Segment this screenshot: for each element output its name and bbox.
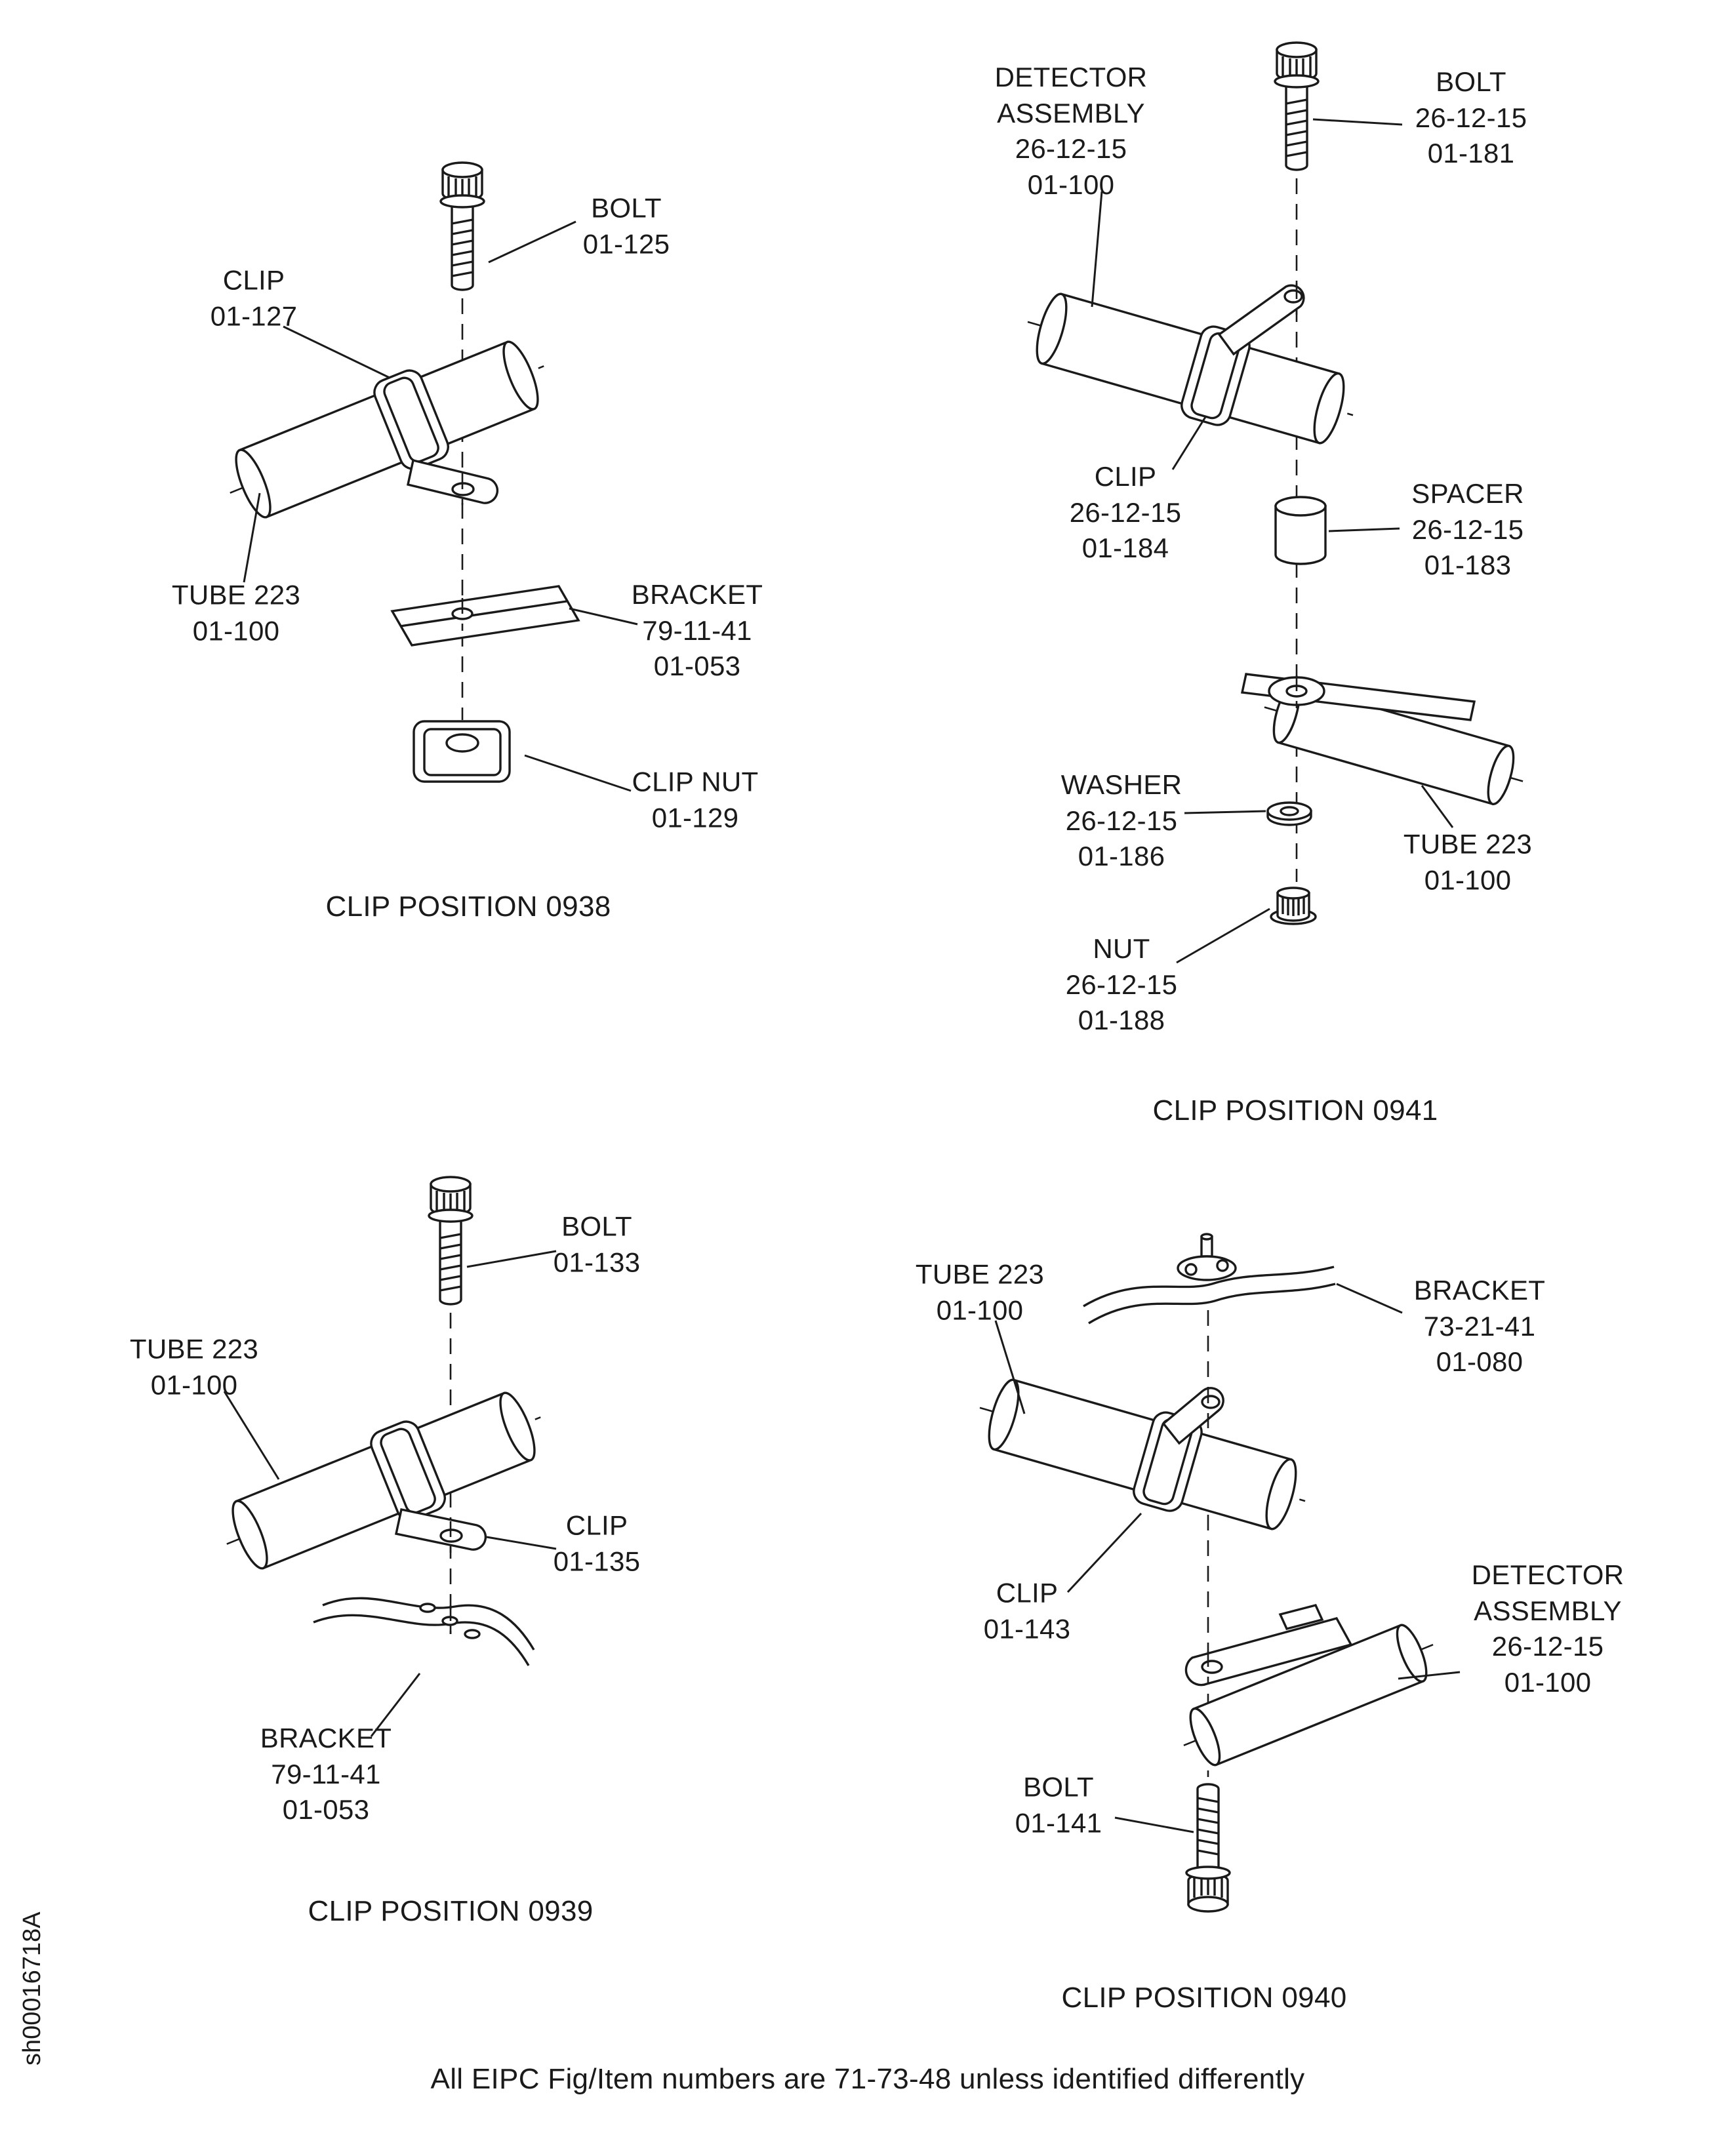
label-tube-0941: TUBE 223 01-100 — [1403, 828, 1533, 895]
figure-0939-illustration — [208, 1176, 559, 1737]
figure-0940-illustration — [965, 1233, 1461, 1913]
label-bracket-0939: BRACKET 79-11-41 01-053 — [260, 1723, 392, 1826]
bolt-icon — [439, 161, 485, 291]
label-nut-0941: NUT 26-12-15 01-188 — [1065, 933, 1178, 1036]
label-tube-0940: TUBE 223 01-100 — [915, 1258, 1045, 1325]
leader-line — [524, 754, 632, 792]
leader-line — [1171, 416, 1207, 470]
leader-line — [1328, 527, 1400, 532]
detector-assembly-tube-icon — [1013, 275, 1367, 462]
leader-line — [1312, 118, 1403, 126]
clip-nut-icon — [413, 720, 511, 783]
leader-line — [283, 325, 390, 379]
tube-with-clip-icon — [208, 1372, 559, 1589]
leader-line — [569, 607, 638, 626]
bolt-icon — [428, 1176, 474, 1306]
bracket-icon — [1083, 1233, 1336, 1325]
leader-line — [1184, 810, 1266, 814]
label-clip-0939: CLIP 01-135 — [553, 1509, 641, 1576]
figure-0941-illustration — [1013, 41, 1533, 964]
bolt-icon — [1274, 41, 1320, 171]
nut-icon — [1270, 887, 1317, 925]
label-clip-nut-0938: CLIP NUT 01-129 — [632, 766, 759, 833]
leader-line — [994, 1320, 1026, 1414]
leader-line — [223, 1391, 280, 1480]
sheet-id: sh00016718A — [18, 1911, 46, 2066]
spacer-icon — [1274, 496, 1327, 565]
clip-tab-icon — [406, 458, 499, 505]
label-detector-assembly-0941: DETECTOR ASSEMBLY 26-12-15 01-100 — [994, 61, 1148, 200]
clip-tab-icon — [1161, 1387, 1224, 1445]
label-bolt-0939: BOLT 01-133 — [553, 1210, 641, 1277]
leader-line — [243, 492, 261, 583]
bracket-icon — [313, 1597, 535, 1666]
label-tube-0938: TUBE 223 01-100 — [171, 579, 301, 646]
leader-line — [488, 220, 576, 264]
leader-line — [1336, 1283, 1403, 1314]
leader-line — [466, 1250, 557, 1268]
label-bolt-0940: BOLT 01-141 — [1015, 1771, 1102, 1838]
footer-note: All EIPC Fig/Item numbers are 71-73-48 u… — [430, 2063, 1305, 2095]
label-clip-0940: CLIP 01-143 — [983, 1577, 1071, 1644]
label-clip-0938: CLIP 01-127 — [210, 264, 298, 331]
label-clip-0941: CLIP 26-12-15 01-184 — [1069, 461, 1182, 564]
label-bracket-0940: BRACKET 73-21-41 01-080 — [1413, 1275, 1546, 1378]
caption-0938: CLIP POSITION 0938 — [325, 890, 611, 923]
bracket-icon — [390, 585, 580, 647]
leader-line — [486, 1536, 557, 1550]
tube-with-clip-icon — [211, 321, 563, 538]
caption-0939: CLIP POSITION 0939 — [308, 1895, 594, 1927]
clip-tab-icon — [1217, 283, 1305, 356]
label-washer-0941: WASHER 26-12-15 01-186 — [1060, 769, 1182, 872]
leader-line — [1398, 1671, 1461, 1680]
leader-line — [1421, 785, 1454, 828]
leader-line — [1091, 191, 1103, 308]
washer-icon — [1266, 801, 1312, 826]
label-bolt-0941: BOLT 26-12-15 01-181 — [1415, 66, 1527, 169]
label-tube-0939: TUBE 223 01-100 — [129, 1333, 259, 1400]
caption-0940: CLIP POSITION 0940 — [1061, 1982, 1347, 2014]
label-bolt-0938: BOLT 01-125 — [582, 192, 670, 259]
label-detector-assembly-0940: DETECTOR ASSEMBLY 26-12-15 01-100 — [1471, 1559, 1625, 1698]
leader-line — [1114, 1816, 1194, 1833]
clip-tab-icon — [394, 1508, 487, 1553]
tube-with-clip-icon — [965, 1361, 1320, 1548]
leader-line — [370, 1673, 421, 1737]
bolt-icon — [1185, 1783, 1231, 1913]
caption-0941: CLIP POSITION 0941 — [1152, 1094, 1438, 1127]
leader-line — [1176, 908, 1270, 964]
figure-0938-illustration — [211, 161, 638, 792]
label-bracket-0938: BRACKET 79-11-41 01-053 — [631, 579, 763, 682]
leader-line — [1066, 1512, 1142, 1593]
label-spacer-0941: SPACER 26-12-15 01-183 — [1411, 478, 1524, 581]
bracket-strap-icon — [1240, 673, 1476, 721]
detector-plate-icon — [1184, 1603, 1353, 1687]
